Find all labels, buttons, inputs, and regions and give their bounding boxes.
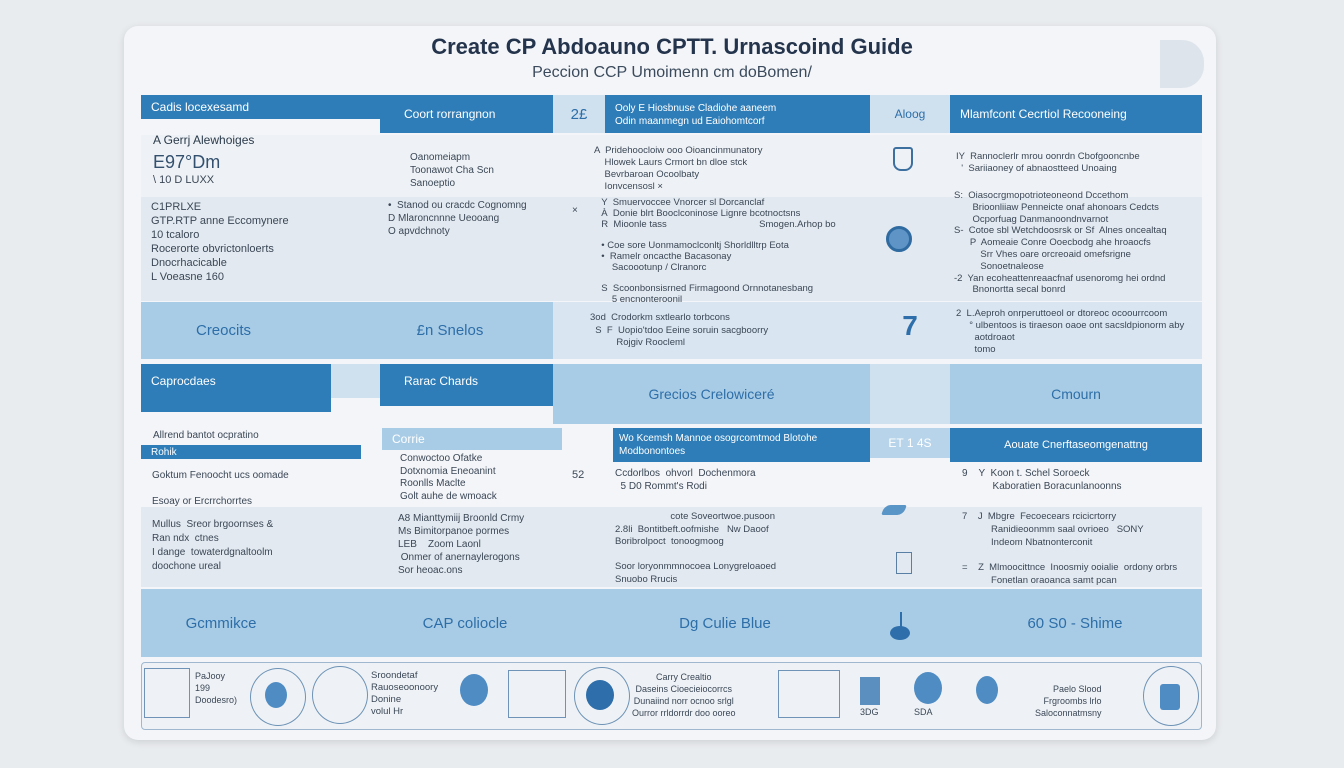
cylinder-icon [860, 677, 880, 705]
col1-code: E97°Dm [153, 152, 221, 172]
kidney-icon [265, 682, 287, 708]
col4-text: 3od Crodorkm sxtlearlo torbcons S F Uopi… [590, 312, 769, 348]
organ-circle-icon [574, 667, 630, 725]
number-seven: 7 [902, 310, 918, 341]
subheader-band: Rohik [141, 445, 361, 459]
header-spacer [870, 364, 950, 424]
strip-text: SDA [914, 707, 933, 717]
footer-label: 60 S0 - Shime [1027, 614, 1123, 632]
col1-block: C1PRLXE GTP.RTP anne Eccomynere 10 tcalo… [151, 201, 289, 283]
device-circle-icon [1143, 666, 1199, 726]
col1-label: A Gerrj Alewhoiges [153, 133, 255, 147]
document-icon [896, 552, 912, 574]
strip-text: PaJooy 199 Doodesro) [195, 671, 238, 705]
monitor-icon [508, 670, 566, 718]
subheader: Allrend bantot ocpratino [153, 430, 259, 441]
organ-icon [886, 226, 912, 252]
col4-text: Y Smuervoccee Vnorcer sl Dorcanclaf À Do… [601, 197, 836, 306]
ultrasound-probe-icon [893, 147, 913, 171]
row-bg [141, 302, 553, 359]
scanner-screen-icon [778, 670, 840, 718]
header-spacer [331, 364, 380, 398]
col1-code-sub: \ 10 D LUXX [153, 174, 215, 186]
col2-text: A8 Mianttymiij Broonld Crmy Ms Bimitorpa… [398, 513, 525, 576]
header-cell: 2£ [553, 95, 605, 133]
row-bg [141, 507, 1202, 587]
header-cell: Coort rorrangnon [380, 95, 553, 133]
header-cell: Mlamfcont Cecrtiol Recooneing [950, 95, 1202, 133]
organ-icon [914, 672, 942, 704]
probe-icon [976, 676, 998, 704]
subheader-cell: ET 1 4S [870, 428, 950, 458]
row-bg [553, 302, 1202, 359]
subheader-cell: Corrie [382, 428, 562, 450]
col2-text: Oanomeiapm Toonawot Cha Scn Sanoeptio [410, 152, 494, 189]
header-cell: Cadis locexesamd [141, 95, 380, 119]
header-cell: Ooly E Hiosbnuse Cladiohe aaneem Odin ma… [605, 95, 870, 133]
row-bg [141, 197, 1202, 301]
col4-text: A Pridehoocloiw ooo Oioancinmunatory Hlo… [594, 145, 763, 192]
header-cell: Rarac Chards [380, 364, 553, 406]
row-bg [141, 589, 1202, 657]
col1-text: Goktum Fenoocht ucs oomade Esoay or Ercr… [152, 470, 289, 507]
header-cell: Grecios Crelowiceré [553, 364, 870, 424]
col6-text: S: Oiasocrgmopotrioteoneond Dccethom Bri… [954, 190, 1167, 296]
close-mark: × [572, 205, 578, 216]
probe-handle-icon [900, 612, 902, 634]
col2-text: Conwoctoo Ofatke Dotxnomia Eneoanint Roo… [400, 453, 497, 502]
strip-text: Sroondetaf Rauoseoonoory Donine volul Hr [371, 670, 439, 717]
subheader-cell: Aouate Cnerftaseomgenattng [950, 428, 1202, 462]
strip-text: Carry Crealtio Daseins Cioecieiocorrcs D… [632, 672, 736, 718]
footer-label: Dg Culie Blue [679, 614, 771, 632]
strip-text: Paelo Slood Frgroombs lrlo Saloconnatmsn… [1035, 684, 1102, 718]
col6-text: IY Rannoclerlr mrou oonrdn Cbofgooncnbe … [956, 151, 1140, 174]
row-bg [141, 135, 1202, 197]
col4-text: Ccdorlbos ohvorl Dochenmora 5 D0 Rommt's… [615, 468, 756, 492]
chart-icon [144, 668, 190, 718]
liver-icon [460, 674, 488, 706]
strip-text: 3DG [860, 707, 879, 717]
organ-circle-icon [250, 668, 306, 726]
page-subtitle: Peccion CCP Umoimenn cm doBomen/ [532, 64, 812, 81]
footer-label: CAP coliocle [422, 614, 508, 632]
col6-text: 7 J Mbgre Fecoecears rcicicrtorry Ranidi… [962, 511, 1178, 586]
header-cell: Caprocdaes [141, 364, 331, 412]
gallbladder-icon [586, 680, 614, 710]
col2-text: • Stanod ou cracdc Cognomng D Mlaroncnnn… [388, 200, 527, 237]
footer-label: Creocits [195, 322, 251, 339]
value-52: 52 [572, 469, 585, 481]
col6-text: 9 Y Koon t. Schel Soroeck Kaboratien Bor… [962, 468, 1122, 492]
probe-circle-icon [312, 666, 368, 724]
page-curl-decoration [1160, 40, 1204, 88]
device-icon [1160, 684, 1180, 710]
header-cell: Aloog [870, 95, 950, 133]
subheader-cell: Wo Kcemsh Mannoe osogrcomtmod Blotohe Mo… [613, 428, 870, 462]
col4-text: cote Soveortwoe.pusoon 2.8li Bontitbeft.… [615, 511, 777, 585]
footer-label: Gcmmikce [185, 614, 257, 632]
col1-text: Mullus Sreor brgoornses & Ran ndx ctnes … [152, 519, 274, 572]
probe-head-icon [890, 626, 910, 640]
page-title: Create CP Abdoauno CPTT. Urnascoind Guid… [431, 34, 913, 59]
header-cell: Cmourn [950, 364, 1202, 424]
col6-text: 2 L.Aeproh onrperuttoeol or dtoreoc ocoo… [956, 308, 1185, 355]
footer-label: £n Snelos [416, 322, 484, 339]
